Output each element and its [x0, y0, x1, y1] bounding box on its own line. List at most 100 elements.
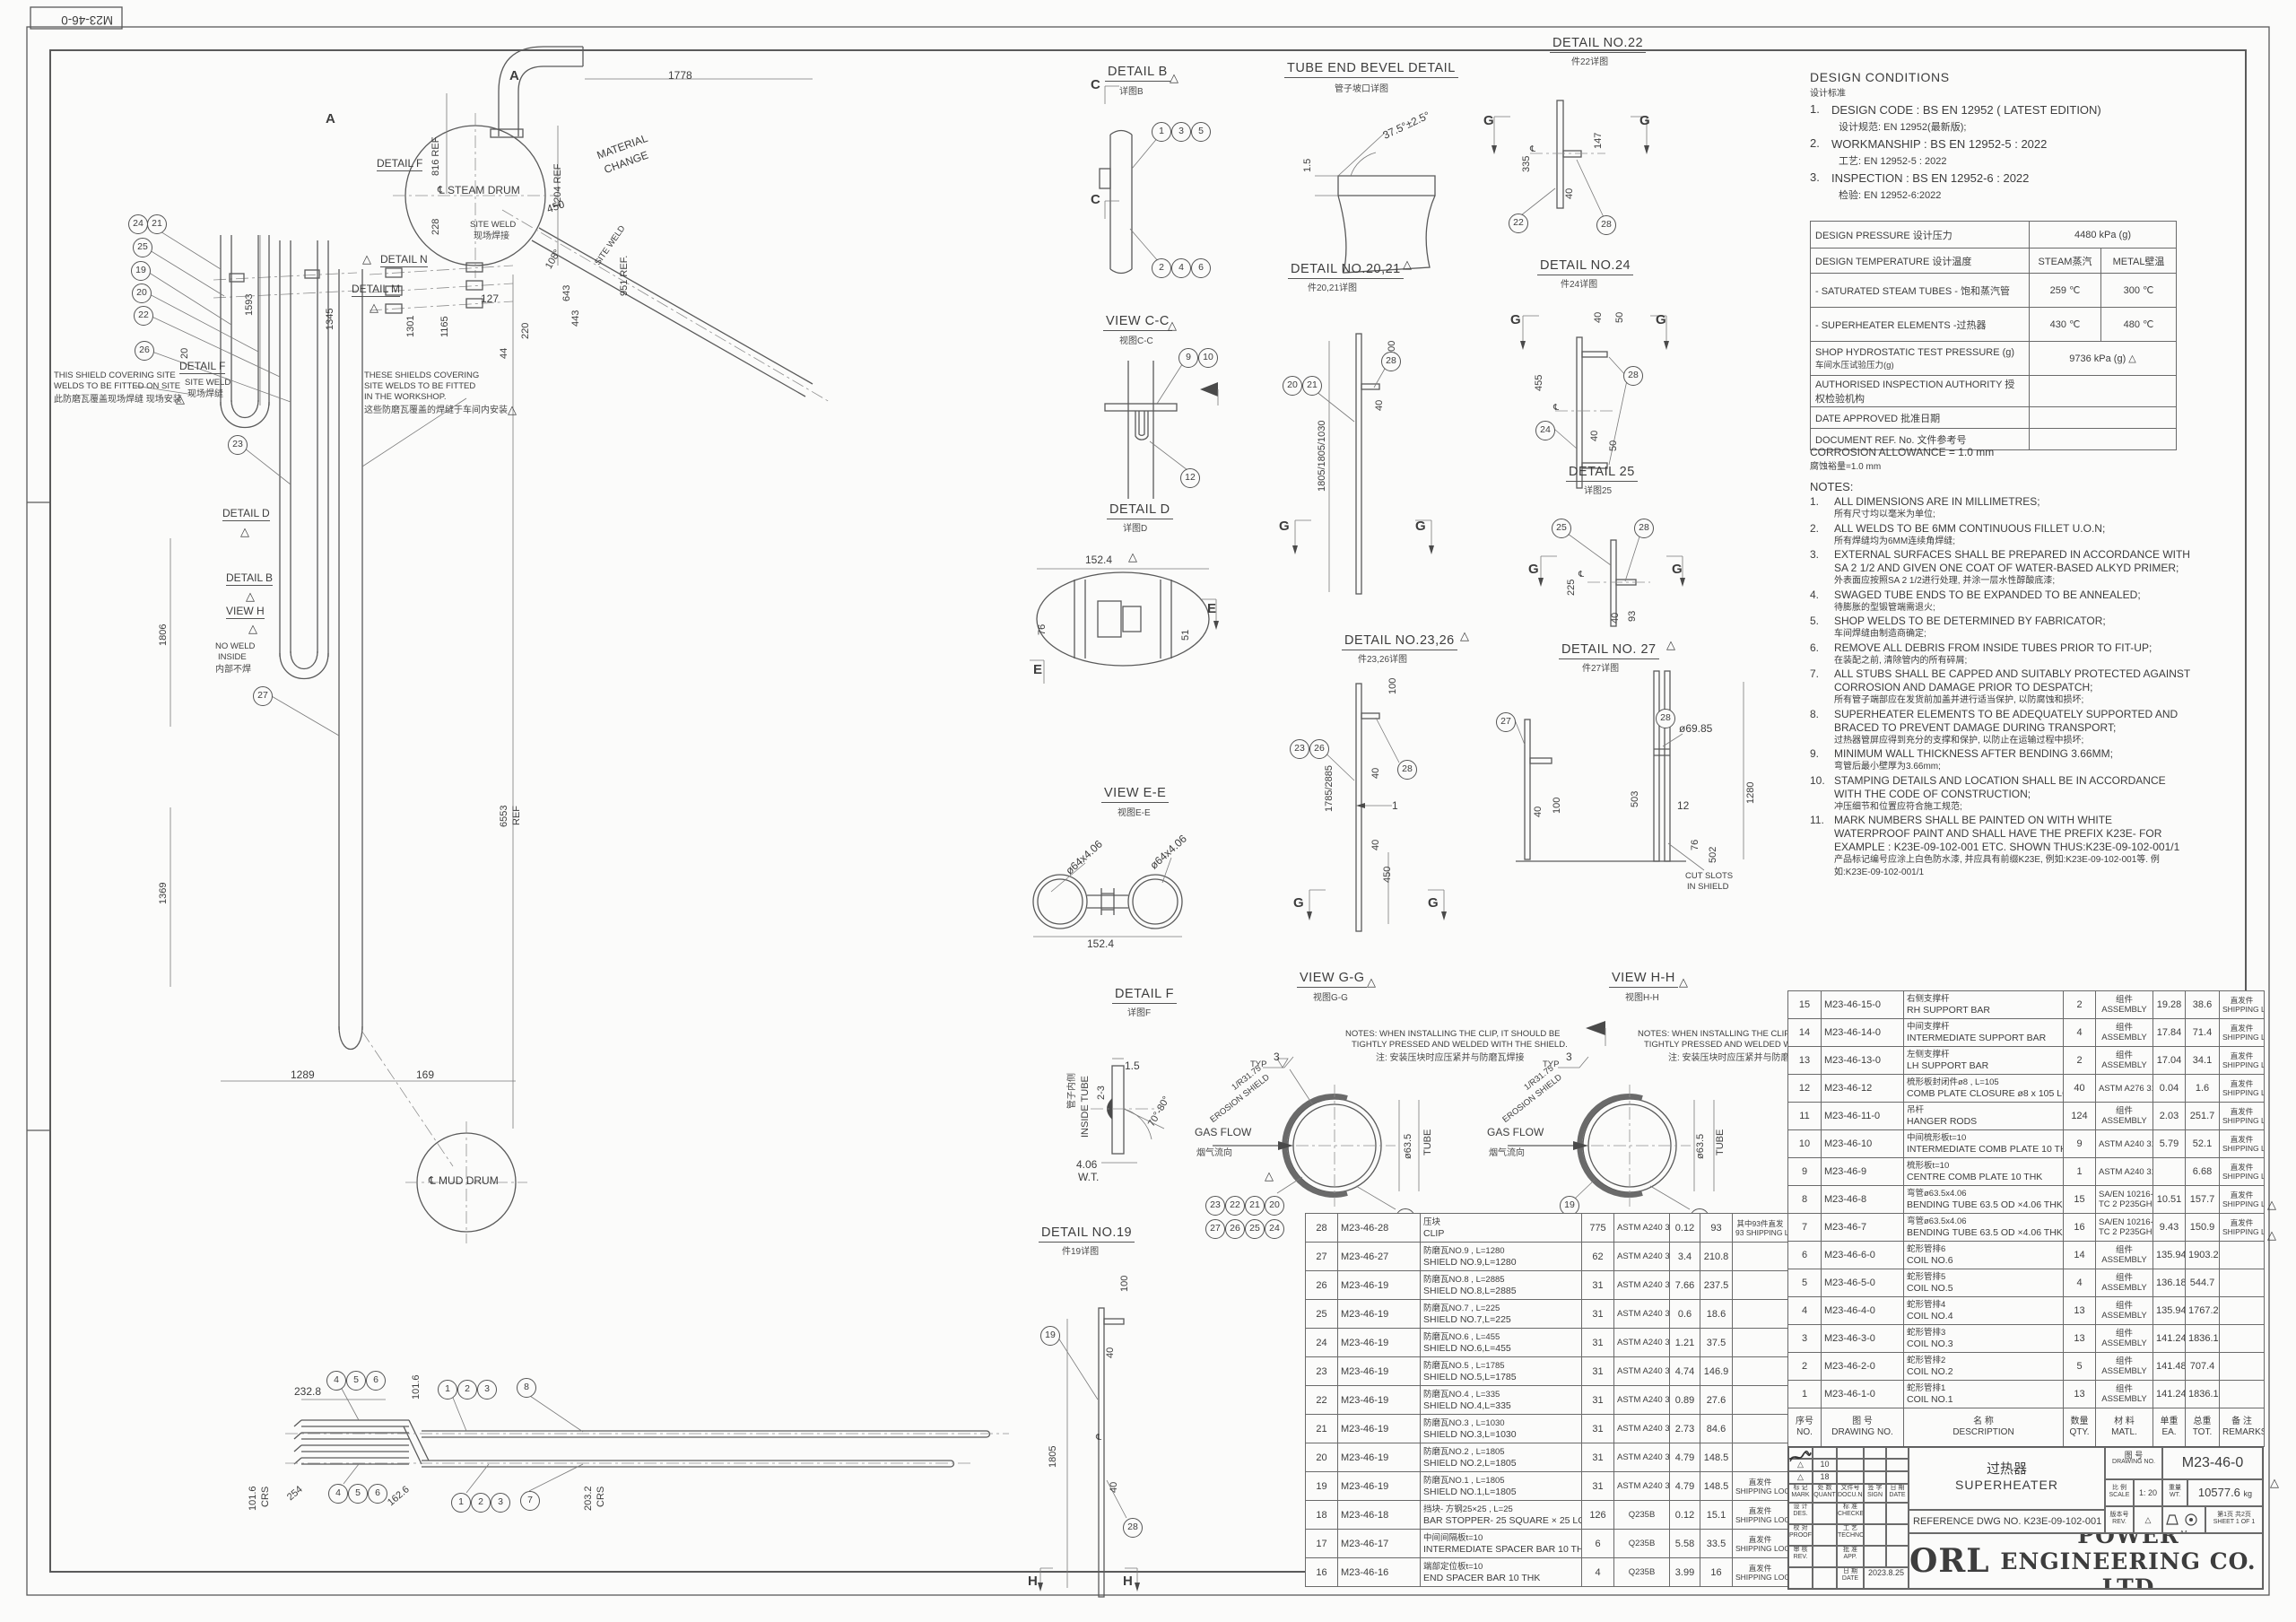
drawing-no-value: M23-46-0	[2162, 1447, 2263, 1479]
drawing-label: 视图E-E	[1118, 808, 1151, 818]
drawing-label: 1369	[158, 882, 169, 904]
drawing-label: △	[1367, 975, 1376, 989]
note-number: 6.	[1810, 641, 1820, 654]
note-item: 6. REMOVE ALL DEBRIS FROM INSIDE TUBES P…	[1810, 641, 2190, 667]
detail-2021-sketch	[1292, 333, 1434, 595]
note-item: 4. SWAGED TUBE ENDS TO BE EXPANDED TO BE…	[1810, 589, 2190, 615]
note-number: 10.	[1810, 773, 1825, 787]
bom-matl: ASTM A240 310S	[1613, 1471, 1670, 1501]
bom-matl: ASTM A240 310S	[1613, 1414, 1670, 1443]
drawing-label: 视图H-H	[1625, 993, 1659, 1003]
bom-tot: 544.7	[2185, 1269, 2220, 1297]
part-balloon: 24	[1535, 421, 1555, 440]
drawing-label: DETAIL NO.20,21	[1288, 262, 1404, 279]
bom-remarks	[1732, 1328, 1788, 1357]
drawing-label: 443	[570, 310, 581, 327]
bom-no: 5	[1787, 1269, 1822, 1297]
bom-no: 20	[1305, 1443, 1338, 1472]
bom-no: 26	[1305, 1270, 1338, 1300]
detail-19-sketch	[1038, 1307, 1140, 1598]
bom-tot: 1767.2	[2185, 1296, 2220, 1325]
part-balloon: 28	[1596, 215, 1616, 235]
note-item: 5. SHOP WELDS TO BE DETERMINED BY FABRIC…	[1810, 615, 2190, 641]
bom-qty: 31	[1581, 1356, 1614, 1386]
bom-drawing-no: M23-46-6-0	[1821, 1241, 1904, 1269]
drawing-label: 此防磨瓦覆盖现场焊缝 现场安装	[54, 395, 182, 405]
bom-drawing-no: M23-46-18	[1337, 1500, 1421, 1530]
weight-value: 10577.6 kg	[2187, 1479, 2263, 1506]
bom-qty: 31	[1581, 1443, 1614, 1472]
drawing-label: 1805/1805/1030	[1317, 420, 1327, 492]
doc-ref-label: DOCUMENT REF. No. 文件参考号	[1810, 428, 2030, 450]
drawing-label: 40	[1374, 399, 1385, 411]
drawing-label: G	[1483, 113, 1494, 128]
note-number: 5.	[1810, 615, 1820, 627]
bom-tot: 1903.2	[2185, 1241, 2220, 1269]
bom-tot: 27.6	[1700, 1385, 1733, 1415]
drawing-label: △	[1170, 71, 1178, 84]
item-text-cn: 检验: EN 12952-6:2022	[1839, 190, 1942, 201]
bom-remarks	[1732, 1385, 1788, 1415]
bom-drawing-no: M23-46-19	[1337, 1356, 1421, 1386]
part-balloon: 4	[326, 1371, 346, 1391]
drawing-label: DETAIL NO.22	[1550, 36, 1647, 53]
detail-f-sketch	[1091, 1058, 1165, 1164]
drawing-label: 件19详图	[1062, 1247, 1100, 1257]
bom-matl: ASTM A240 310	[2095, 1157, 2153, 1186]
drawing-label: G	[1428, 895, 1439, 911]
drawing-label: 152.4	[1087, 937, 1115, 950]
note-text-cn: 过热器管屏应得到充分的支撑和保护, 以防止在运输过程中损坏;	[1834, 735, 2084, 746]
bom-ea: 135.94	[2152, 1241, 2186, 1269]
bom-tot: 1836.1	[2185, 1324, 2220, 1353]
part-balloon: 22	[134, 306, 153, 326]
projection-symbol-icon	[2166, 1513, 2197, 1526]
drawing-label: 503	[1630, 790, 1640, 807]
bom-no: 9	[1787, 1157, 1822, 1186]
part-balloon: 1	[1152, 122, 1171, 142]
bom-qty: 31	[1581, 1414, 1614, 1443]
bom-qty: 15	[2063, 1185, 2096, 1214]
view-hh-sketch	[1508, 1021, 1715, 1210]
rev-triangle-1: △	[1788, 1459, 1813, 1471]
rev-value: △	[2134, 1506, 2162, 1533]
drawing-label: INSIDE TUBE	[1080, 1076, 1091, 1138]
part-balloon: 27	[1205, 1219, 1225, 1239]
drawing-label: 1785/2885	[1324, 765, 1335, 812]
bom-drawing-no: M23-46-5-0	[1821, 1269, 1904, 1297]
bom-drawing-no: M23-46-12	[1821, 1074, 1904, 1103]
drawing-label: ℄	[1578, 570, 1585, 580]
part-balloon: 19	[131, 261, 151, 281]
item-text-cn: 工艺: EN 12952-5 : 2022	[1839, 156, 1947, 167]
bom-tot: 16	[1700, 1557, 1733, 1587]
drawing-label: 管子内侧	[1067, 1073, 1077, 1109]
drawing-label: 100	[1552, 797, 1562, 814]
date-value: 2023.8.25	[1864, 1567, 1909, 1589]
drawing-label: 件20,21详图	[1308, 283, 1358, 293]
drawing-label: △	[2267, 1198, 2276, 1211]
bom-ea: 5.79	[2152, 1129, 2186, 1158]
note-item: 8. SUPERHEATER ELEMENTS TO BE ADEQUATELY…	[1810, 708, 2190, 747]
drawing-label: TIGHTLY PRESSED AND WELDED WITH THE SHIE…	[1352, 1040, 1568, 1050]
bom-no: 14	[1787, 1018, 1822, 1047]
drawing-label: INSIDE	[218, 652, 247, 662]
drawing-label: △	[1460, 629, 1469, 642]
reference-dwg-no: REFERENCE DWG NO. K23E-09-102-001	[1909, 1510, 2105, 1533]
bom-no: 16	[1305, 1557, 1338, 1587]
